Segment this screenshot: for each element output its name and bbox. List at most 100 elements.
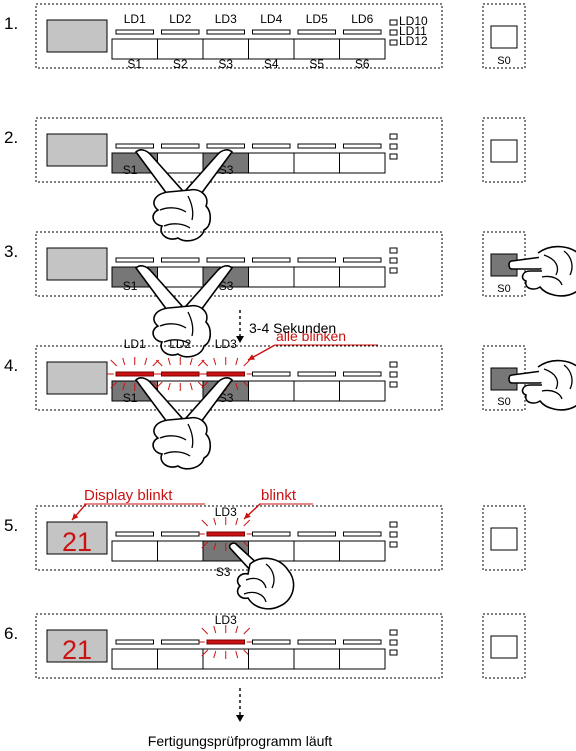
two-finger-hand-icon: [134, 377, 234, 470]
finger-right: [184, 265, 234, 316]
led-1: [115, 29, 154, 35]
led-flash-ray: [235, 625, 239, 634]
switch-s2: [157, 38, 204, 60]
led-5: [297, 639, 336, 645]
step-number: 6.: [4, 624, 18, 643]
switch-label: S3: [216, 565, 231, 579]
led-label: LD3: [215, 505, 237, 519]
led-label: LD2: [169, 12, 191, 26]
led-5: [297, 371, 336, 377]
led-flash-ray: [167, 357, 171, 366]
led-4: [252, 29, 291, 35]
switch-s5: [293, 380, 340, 402]
led-label: LD3: [215, 12, 237, 26]
switch-label: S3: [219, 391, 234, 405]
switch-s2: [157, 266, 204, 288]
led-flash-ray: [155, 359, 163, 367]
led-4: [252, 143, 291, 149]
side-led-11: [389, 257, 398, 264]
led-label: LD1: [124, 12, 146, 26]
switch-s6: [339, 266, 386, 288]
side-led-12: [389, 649, 398, 656]
side-led-11: [389, 29, 398, 36]
led-1: [115, 531, 154, 537]
side-led-11: [389, 371, 398, 378]
switch-label: S3: [219, 279, 234, 293]
callout-arrow-head: [248, 354, 255, 360]
s0-panel-frame: [482, 505, 526, 571]
led-5: [297, 29, 336, 35]
switch-s5: [293, 648, 340, 670]
callout-all-blink: alle blinken: [276, 328, 346, 344]
s0-label: S0: [497, 283, 510, 295]
led-flash-ray: [235, 517, 239, 526]
footer-text: Fertigungsprüfprogramm läuft: [148, 733, 333, 749]
step-number: 2.: [4, 128, 18, 147]
led-4: [252, 639, 291, 645]
led-6: [343, 143, 382, 149]
switch-s4: [248, 38, 295, 60]
display-value: 21: [62, 635, 92, 665]
led-flash-ray: [144, 357, 148, 366]
fist-shape: [152, 188, 212, 242]
switch-s6: [339, 540, 386, 562]
wait-label: 3-4 Sekunden: [249, 320, 336, 336]
led-2: [161, 371, 200, 377]
step-number: 4.: [4, 356, 18, 375]
switch-s0: [490, 635, 518, 659]
led-5: [297, 531, 336, 537]
s0-panel-frame: [482, 613, 526, 679]
led-label: LD2: [169, 337, 191, 351]
finger-left: [134, 377, 184, 428]
fist-crease: [159, 195, 194, 229]
led-flash-ray: [201, 541, 209, 549]
side-led-11: [389, 639, 398, 646]
side-led-10: [389, 133, 398, 140]
led-3: [206, 257, 245, 263]
led-3: [206, 143, 245, 149]
display-window: [46, 629, 108, 663]
switch-label: S3: [218, 57, 233, 71]
led-flash-ray: [167, 382, 171, 391]
palm-shape: [236, 557, 295, 610]
led-flash-ray: [213, 517, 217, 526]
switch-s0: [490, 25, 518, 49]
led-flash-ray: [213, 625, 217, 634]
led-2: [161, 639, 200, 645]
panel-frame: [35, 3, 443, 69]
finger-right: [184, 149, 234, 200]
knuckle-lines: [243, 563, 275, 603]
led-label: LD1: [124, 337, 146, 351]
side-led-10: [389, 629, 398, 636]
led-3: [206, 639, 245, 645]
led-label: LD5: [306, 12, 328, 26]
display-value: 21: [62, 527, 92, 557]
led-label: LD3: [215, 337, 237, 351]
led-flash-ray: [189, 382, 193, 391]
switch-label: S1: [123, 391, 138, 405]
finger-left: [134, 149, 184, 200]
led-3: [206, 29, 245, 35]
led-flash-ray: [213, 650, 217, 659]
switch-s4: [248, 380, 295, 402]
led-flash-ray: [201, 627, 209, 635]
fist-crease: [159, 311, 194, 345]
step-number: 3.: [4, 242, 18, 261]
led-2: [161, 531, 200, 537]
switch-s3: [202, 38, 249, 60]
two-finger-hand-icon: [134, 265, 234, 358]
led-5: [297, 143, 336, 149]
led-label: LD3: [215, 613, 237, 627]
led-flash-ray: [110, 359, 118, 367]
led-flash-ray: [213, 357, 217, 366]
pointing-hand-icon: [508, 245, 576, 297]
switch-s0: [490, 139, 518, 163]
switch-s1: [111, 648, 158, 670]
knuckle-lines: [541, 364, 573, 400]
fist-shape: [152, 304, 212, 358]
side-led-label: LD12: [399, 34, 428, 48]
